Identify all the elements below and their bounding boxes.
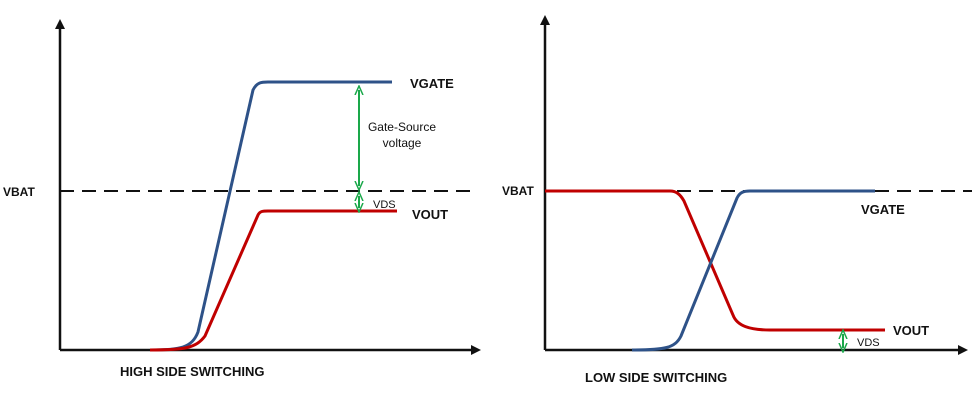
vbat-label-left: VBAT: [3, 185, 35, 199]
vbat-label-right: VBAT: [502, 184, 534, 198]
vds-label-left: VDS: [373, 199, 396, 211]
vgate-curve-right: [631, 189, 875, 352]
low-side-caption: LOW SIDE SWITCHING: [585, 370, 727, 385]
vgate-label-left: VGATE: [410, 76, 454, 91]
vds-label-right: VDS: [857, 337, 880, 349]
vgate-curve-left: [149, 80, 392, 352]
vout-label-left: VOUT: [412, 207, 448, 222]
vout-curve-right: [545, 189, 885, 332]
gate-source-label-2: voltage: [383, 136, 422, 150]
vgate-label-right: VGATE: [861, 202, 905, 217]
high-side-caption: HIGH SIDE SWITCHING: [120, 364, 264, 379]
high-side-panel: VBAT VGATE VOUT VDS Gate-Source voltage …: [3, 19, 481, 379]
low-side-panel: VBAT VGATE VOUT VDS LOW SIDE SWITCHING: [502, 15, 972, 385]
gate-source-label-1: Gate-Source: [368, 120, 436, 134]
vout-curve-left: [149, 209, 397, 352]
vout-label-right: VOUT: [893, 323, 929, 338]
